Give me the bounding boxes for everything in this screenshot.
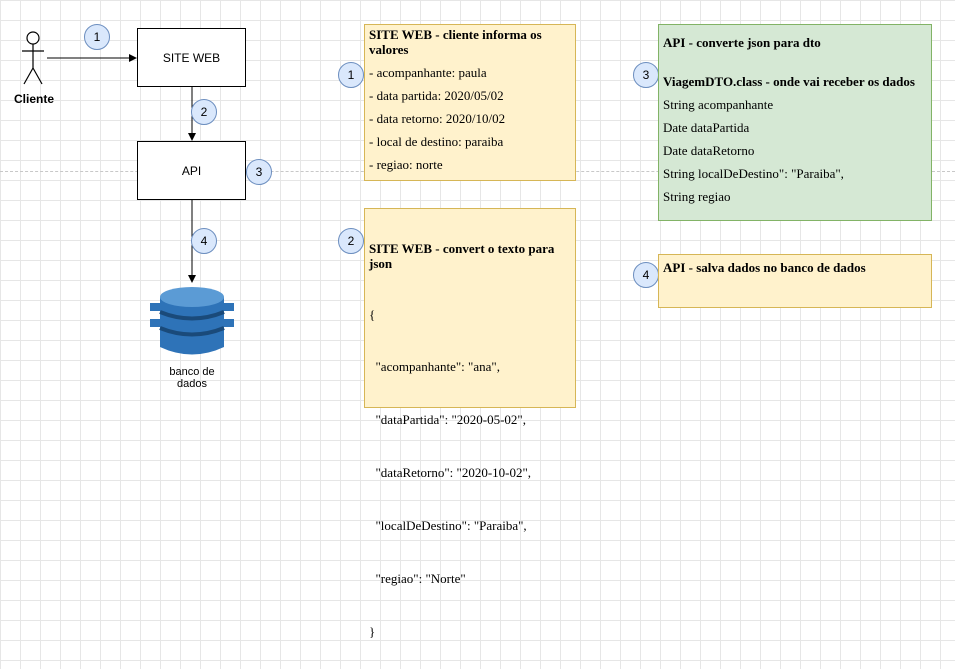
database-label: banco de dados <box>150 366 234 390</box>
note3-line: String acompanhante <box>663 96 774 112</box>
note2-line: "dataRetorno": "2020-10-02", <box>369 465 532 481</box>
database-icon <box>150 287 234 355</box>
note-api-dto: API - converte json para dto ViagemDTO.c… <box>658 24 932 221</box>
note4-title: API - salva dados no banco de dados <box>663 260 866 275</box>
note2-line: "acompanhante": "ana", <box>369 359 500 375</box>
note3-line: String regiao <box>663 188 731 204</box>
flow-badge-3: 3 <box>246 159 272 185</box>
note1-line: - data retorno: 2020/10/02 <box>369 110 506 126</box>
note-badge-3: 3 <box>633 62 659 88</box>
note3-title: API - converte json para dto <box>663 35 821 50</box>
note1-line: - acompanhante: paula <box>369 64 487 80</box>
database-label-line2: dados <box>177 378 207 390</box>
diagram-canvas: Cliente SITE WEB API banco de dados 1 2 … <box>0 24 955 638</box>
note3-line: String localDeDestino": "Paraiba", <box>663 165 844 181</box>
connectors <box>22 31 234 355</box>
note1-line: - local de destino: paraiba <box>369 133 504 149</box>
note2-line: { <box>369 306 376 322</box>
note-badge-4: 4 <box>633 262 659 288</box>
note2-line: "localDeDestino": "Paraiba", <box>369 517 527 533</box>
note3-subtitle: ViagemDTO.class - onde vai receber os da… <box>663 73 915 89</box>
note-site-web-values: SITE WEB - cliente informa os valores - … <box>364 24 576 181</box>
database-label-line1: banco de <box>169 366 215 378</box>
note1-line: - regiao: norte <box>369 156 443 172</box>
note2-line: } <box>369 623 376 639</box>
note1-title: SITE WEB - cliente informa os valores <box>369 27 542 57</box>
note3-line: Date dataPartida <box>663 119 750 135</box>
note1-line: - data partida: 2020/05/02 <box>369 87 504 103</box>
api-box[interactable]: API <box>137 141 246 200</box>
flow-badge-2: 2 <box>191 99 217 125</box>
note-badge-2: 2 <box>338 228 364 254</box>
actor-figure <box>22 31 44 85</box>
site-web-box[interactable]: SITE WEB <box>137 28 246 87</box>
flow-badge-4: 4 <box>191 228 217 254</box>
note2-title: SITE WEB - convert o texto para json <box>369 240 555 271</box>
actor-label: Cliente <box>13 92 54 106</box>
note2-line: "regiao": "Norte" <box>369 570 466 586</box>
flow-badge-1: 1 <box>84 24 110 50</box>
note2-line: "dataPartida": "2020-05-02", <box>369 412 526 428</box>
note-badge-1: 1 <box>338 62 364 88</box>
note-api-save: API - salva dados no banco de dados <box>658 254 932 308</box>
note3-line: Date dataRetorno <box>663 142 755 158</box>
note-site-web-json: SITE WEB - convert o texto para json { "… <box>364 208 576 638</box>
